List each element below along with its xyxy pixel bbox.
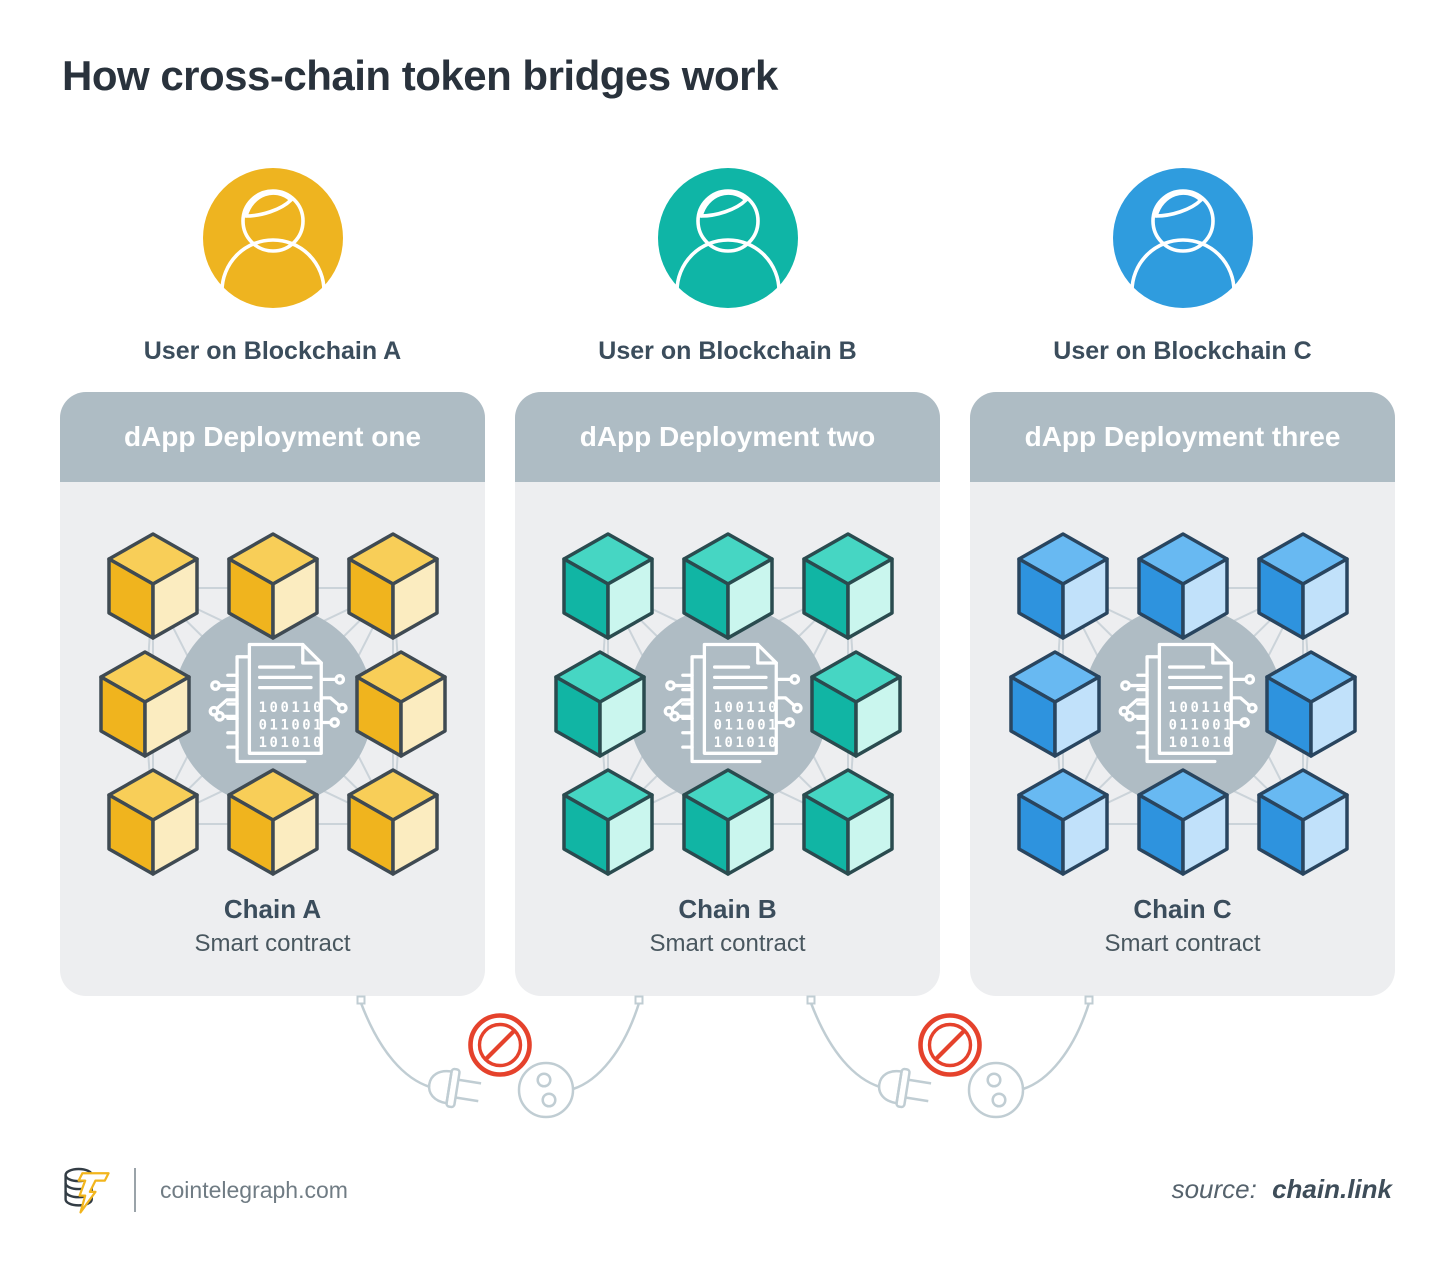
user-label: User on Blockchain C: [1053, 337, 1312, 365]
blockchain-cube: [390, 557, 439, 640]
blockchain-cube: [1180, 793, 1229, 876]
source-label: source:: [1171, 1174, 1257, 1204]
footer-source: source: chain.link: [1172, 1174, 1392, 1205]
plug-icon: [427, 1067, 482, 1109]
socket-icon: [517, 1061, 575, 1119]
blockchain-cube: [1300, 557, 1349, 640]
blockchain-cube: [725, 557, 774, 640]
blockchain-cube: [1052, 675, 1101, 758]
column-blockchain-a: User on Blockchain A dApp Deployment one…: [60, 168, 485, 996]
blockchain-cube: [270, 557, 319, 640]
blockchain-cube: [605, 793, 654, 876]
column-blockchain-c: User on Blockchain C dApp Deployment thr…: [970, 168, 1395, 996]
blockchain-cube: [142, 675, 191, 758]
footer-brand: cointelegraph.com: [60, 1162, 348, 1218]
user-label: User on Blockchain B: [598, 337, 857, 365]
network-mesh-graphic: [1008, 532, 1357, 876]
plug-icon: [877, 1067, 932, 1109]
card-header: dApp Deployment two: [515, 392, 940, 482]
chain-name: Chain B: [678, 894, 777, 924]
card-header: dApp Deployment one: [60, 392, 485, 482]
chain-subtitle: Smart contract: [194, 930, 351, 957]
user-label: User on Blockchain A: [143, 337, 402, 365]
user-avatar-icon: [657, 168, 798, 308]
dapp-card: dApp Deployment one Chain A Smart contra…: [60, 392, 485, 996]
footer-divider: [134, 1168, 136, 1212]
blockchain-cube: [390, 793, 439, 876]
cointelegraph-logo-icon: [64, 1167, 110, 1214]
disconnected-bridge-graphic: [356, 995, 644, 1119]
blockchain-cube: [150, 793, 199, 876]
user-avatar-icon: [1112, 168, 1253, 308]
blockchain-cube: [597, 675, 646, 758]
dapp-card: dApp Deployment two Chain B Smart contra…: [515, 392, 940, 996]
chain-subtitle: Smart contract: [649, 930, 806, 957]
blockchain-cube: [1060, 557, 1109, 640]
blockchain-network: [548, 526, 908, 886]
chain-name: Chain A: [223, 894, 322, 924]
blockchain-network: [93, 526, 453, 886]
blockchain-cube: [853, 675, 902, 758]
no-entry-icon: [468, 1013, 532, 1077]
page-title: How cross-chain token bridges work: [62, 52, 778, 99]
blockchain-network: [1003, 526, 1363, 886]
blockchain-cube: [1060, 793, 1109, 876]
dapp-card: dApp Deployment three Chain C Smart cont…: [970, 392, 1395, 996]
no-entry-icon: [918, 1013, 982, 1077]
blockchain-cube: [845, 793, 894, 876]
blockchain-cube: [150, 557, 199, 640]
network-mesh-graphic: [553, 532, 902, 876]
chain-subtitle: Smart contract: [1104, 930, 1261, 957]
column-blockchain-b: User on Blockchain B dApp Deployment two…: [515, 168, 940, 996]
socket-icon: [967, 1061, 1025, 1119]
blockchain-cube: [725, 793, 774, 876]
blockchain-cube: [1180, 557, 1229, 640]
blockchain-cube: [270, 793, 319, 876]
blockchain-cube: [845, 557, 894, 640]
chain-name: Chain C: [1133, 894, 1232, 924]
card-header: dApp Deployment three: [970, 392, 1395, 482]
blockchain-cube: [1308, 675, 1357, 758]
network-mesh-graphic: [98, 532, 447, 876]
disconnected-bridge-graphic: [806, 995, 1094, 1119]
source-name: chain.link: [1272, 1174, 1392, 1204]
user-avatar-icon: [202, 168, 343, 308]
footer-site-text: cointelegraph.com: [160, 1176, 348, 1203]
blockchain-cube: [398, 675, 447, 758]
blockchain-cube: [1300, 793, 1349, 876]
blockchain-cube: [605, 557, 654, 640]
